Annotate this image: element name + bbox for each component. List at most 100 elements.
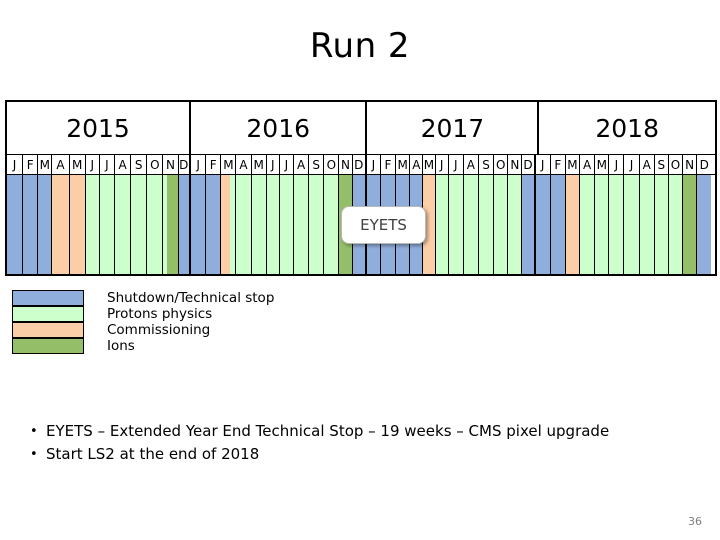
timeline-bar-2017-A <box>463 175 479 274</box>
timeline-month-cell: D <box>352 155 367 174</box>
timeline-bar-2017-J <box>448 175 464 274</box>
timeline-month-cell: J <box>266 155 280 174</box>
timeline-month-cell: N <box>163 155 179 174</box>
timeline-month-cell: J <box>609 155 625 174</box>
timeline-bar-2016-A <box>236 175 252 274</box>
timeline-bar-2015-M <box>69 175 86 274</box>
bar-segment-shutdown <box>178 175 190 274</box>
timeline-month-cell: M <box>595 155 610 174</box>
timeline-bar-2018-S <box>654 175 669 274</box>
bar-segment-protons <box>279 175 294 274</box>
timeline-month-cell: M <box>38 155 53 174</box>
bar-segment-shutdown <box>23 175 38 274</box>
timeline-month-cell: A <box>639 155 655 174</box>
bar-segment-protons <box>115 175 131 274</box>
legend-label-ions: Ions <box>107 338 135 354</box>
timeline-month-cell: S <box>478 155 495 174</box>
timeline-month-cell: M <box>565 155 581 174</box>
legend-row-shutdown: Shutdown/Technical stop <box>12 290 292 306</box>
timeline-bar-2015-J <box>85 175 100 274</box>
timeline-bar-2017-J <box>435 175 449 274</box>
bar-segment-commissioning <box>52 175 69 274</box>
timeline-month-cell: A <box>580 155 596 174</box>
legend-row-ions: Ions <box>12 338 292 354</box>
timeline-year-2015: 2015 <box>7 102 192 154</box>
bar-segment-protons <box>580 175 595 274</box>
timeline-month-cell: D <box>522 155 536 174</box>
timeline-bar-2018-D <box>697 175 712 274</box>
timeline-month-cell: D <box>178 155 192 174</box>
bar-segment-protons <box>266 175 279 274</box>
bar-segment-shutdown <box>535 175 550 274</box>
bar-segment-ions <box>166 175 178 274</box>
timeline-year-2016: 2016 <box>191 102 368 154</box>
timeline-bar-2015-D <box>178 175 192 274</box>
timeline-month-cell: J <box>624 155 640 174</box>
bar-segment-protons <box>448 175 463 274</box>
bar-segment-protons <box>163 175 167 274</box>
timeline-month-cell: S <box>654 155 669 174</box>
legend-row-protons: Protons physics <box>12 306 292 322</box>
timeline-month-cell: N <box>339 155 353 174</box>
timeline-month-cell: J <box>366 155 381 174</box>
timeline-bar-2017-S <box>478 175 495 274</box>
timeline-bar-2018-N <box>683 175 698 274</box>
bar-segment-commissioning <box>565 175 580 274</box>
timeline-month-cell: F <box>206 155 222 174</box>
bar-segment-protons <box>99 175 114 274</box>
timeline-bar-2018-O <box>668 175 684 274</box>
timeline-bar-2016-F <box>206 175 222 274</box>
bar-segment-commissioning <box>69 175 85 274</box>
bar-segment-protons <box>508 175 522 274</box>
bar-segment-protons <box>639 175 654 274</box>
timeline-month-cell: J <box>279 155 295 174</box>
bar-segment-protons <box>236 175 251 274</box>
timeline-month-cell: O <box>324 155 340 174</box>
bullet-text: Start LS2 at the end of 2018 <box>46 445 260 463</box>
timeline-month-cell: M <box>251 155 267 174</box>
timeline-bar-2018-F <box>550 175 566 274</box>
timeline-month-cell: A <box>463 155 479 174</box>
bar-segment-shutdown <box>38 175 52 274</box>
bar-segment-protons <box>435 175 448 274</box>
eyets-callout: EYETS <box>341 206 426 244</box>
timeline-month-cell: O <box>668 155 684 174</box>
legend-label-commissioning: Commissioning <box>107 322 211 338</box>
timeline-activity-bar-row <box>7 175 715 274</box>
bar-segment-shutdown <box>697 175 712 274</box>
timeline-month-cell: D <box>697 155 712 174</box>
bar-segment-protons <box>230 175 236 274</box>
timeline-bar-2018-M <box>565 175 581 274</box>
bar-segment-protons <box>595 175 609 274</box>
timeline-month-cell: S <box>131 155 148 174</box>
timeline-month-cell: M <box>221 155 237 174</box>
bar-segment-shutdown <box>7 175 23 274</box>
timeline-bar-2016-J <box>279 175 295 274</box>
legend-row-commissioning: Commissioning <box>12 322 292 338</box>
timeline-month-cell: A <box>410 155 424 174</box>
timeline-bar-2015-J <box>99 175 115 274</box>
timeline-bar-2016-M <box>251 175 267 274</box>
bullet-marker-icon: • <box>30 424 38 439</box>
timeline-month-cell: J <box>99 155 115 174</box>
timeline-month-cell: M <box>396 155 411 174</box>
bar-segment-shutdown <box>191 175 206 274</box>
timeline-month-cell: M <box>69 155 86 174</box>
timeline-month-cell: J <box>7 155 24 174</box>
legend-swatch-ions <box>12 338 84 354</box>
legend-label-protons: Protons physics <box>107 306 213 322</box>
bullet-item: • EYETS – Extended Year End Technical Sto… <box>30 420 700 443</box>
bullet-text: EYETS – Extended Year End Technical Stop… <box>46 422 610 440</box>
timeline-bar-2016-S <box>309 175 325 274</box>
bar-segment-protons <box>478 175 494 274</box>
timeline-month-cell: J <box>448 155 464 174</box>
timeline-bar-2018-J <box>609 175 625 274</box>
timeline-bar-2018-J <box>535 175 551 274</box>
timeline-month-cell: N <box>683 155 698 174</box>
bar-segment-protons <box>251 175 266 274</box>
timeline-bar-2017-N <box>508 175 523 274</box>
timeline-month-cell: A <box>115 155 132 174</box>
timeline-month-cell: A <box>52 155 70 174</box>
bar-segment-protons <box>668 175 683 274</box>
